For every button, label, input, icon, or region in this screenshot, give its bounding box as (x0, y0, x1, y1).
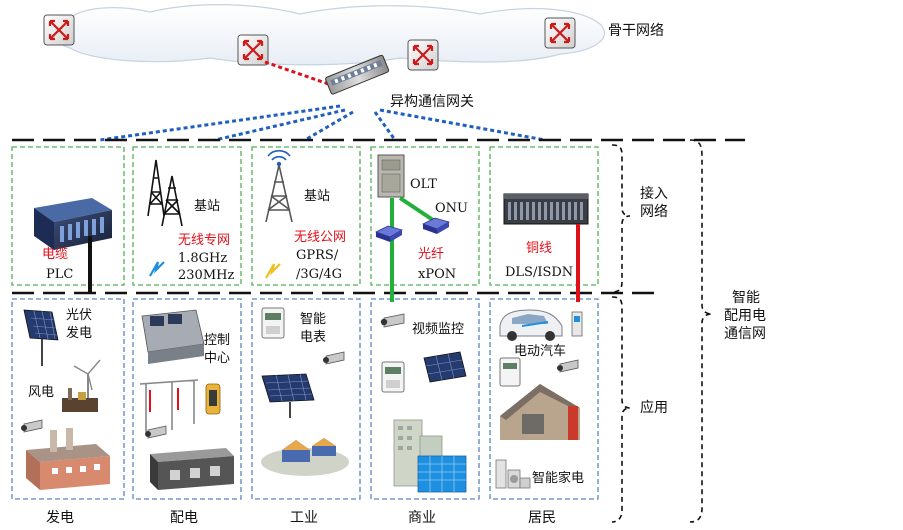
application-boxes (11, 298, 599, 500)
camera-icon (21, 419, 43, 433)
olt-label: OLT (410, 177, 437, 192)
application-label: 应用 (640, 399, 668, 416)
access-col2-line1: 1.8GHz (178, 251, 227, 266)
access-col4-line1: xPON (418, 267, 456, 282)
wireless-signal-icon (265, 263, 281, 279)
access-col3-line2: /3G/4G (296, 267, 342, 282)
app-col4-label1-line1: 视频监控 (412, 322, 464, 337)
router-icon (407, 39, 439, 71)
access-col2-line2: 230MHz (178, 268, 234, 283)
office-buildings-icon (393, 419, 467, 493)
house-icon (500, 384, 580, 440)
backbone-cloud (56, 4, 606, 66)
home-appliances-icon (495, 459, 531, 489)
access-col5-red: 铜线 (526, 241, 552, 256)
app-col2-bottom-label: 配电 (170, 510, 198, 526)
gateway-switch-icon (325, 54, 390, 95)
camera-icon (557, 359, 579, 373)
access-col5-line1: DLS/ISDN (505, 265, 573, 280)
app-col5-bottom-label: 居民 (528, 510, 556, 526)
router-icon (544, 17, 576, 49)
transmission-pole-icon (139, 379, 199, 432)
backbone-label: 骨干网络 (608, 23, 664, 39)
smart-meter-icon (381, 361, 405, 393)
substation-building-icon (150, 448, 234, 490)
power-plant-icon (62, 388, 98, 412)
tool-kit-icon (205, 383, 221, 415)
app-col1-label2-line1: 风电 (28, 385, 54, 400)
app-col3-label1-line2: 电表 (300, 330, 326, 345)
access-network-label-line2: 网络 (640, 204, 668, 220)
access-col2-top: 基站 (194, 199, 220, 214)
plc-device-icon (34, 198, 112, 250)
gateway-label: 异构通信网关 (390, 94, 474, 110)
factory-icon (26, 428, 110, 490)
access-col1-line1: PLC (46, 267, 73, 282)
smart-grid-bracket (689, 139, 713, 523)
solar-panel-icon (423, 351, 467, 383)
app-col1-label1-line1: 光伏 (66, 308, 92, 323)
control-console-icon (141, 309, 205, 364)
camera-icon (380, 313, 405, 328)
app-col2-label1-line1: 控制 (204, 333, 230, 348)
dslam-rack-icon (503, 193, 589, 225)
app-col3-label1-line1: 智能 (300, 312, 326, 327)
smart-grid-label-line3: 通信网 (724, 326, 766, 342)
access-col1-red: 电缆 (42, 246, 68, 262)
access-network-label-line1: 接入 (640, 185, 668, 202)
access-col3-line1: GPRS/ (296, 248, 339, 263)
app-col1-bottom-label: 发电 (46, 510, 74, 526)
smart-meter-icon (499, 357, 521, 387)
smart-meter-icon (261, 307, 285, 339)
industrial-park-icon (261, 438, 349, 476)
app-col4-bottom-label: 商业 (408, 510, 436, 526)
camera-icon (145, 425, 167, 439)
onu-label: ONU (435, 201, 468, 216)
solar-panel-icon (23, 309, 59, 366)
app-col2-label1-line2: 中心 (204, 351, 230, 366)
smart-grid-label-line2: 配用电 (724, 308, 766, 324)
wireless-signal-icon (149, 261, 165, 277)
app-col5-label2-line1: 智能家电 (532, 470, 584, 486)
application-bracket (611, 296, 631, 523)
access-col3-red: 无线公网 (294, 230, 346, 245)
solar-panel-icon (261, 373, 315, 418)
access-col4-red: 光纤 (418, 247, 444, 262)
tower-icon (265, 149, 293, 223)
app-col5-label1-line1: 电动汽车 (514, 343, 566, 359)
access-bracket (611, 144, 631, 293)
router-icon (237, 34, 269, 66)
onu-switch-icon (374, 217, 451, 242)
app-col1-label1-line2: 发电 (66, 325, 92, 341)
smart-grid-label-line1: 智能 (732, 290, 760, 306)
access-boxes (11, 146, 599, 286)
gateway-fanout-lines (99, 104, 546, 142)
app-col3-bottom-label: 工业 (290, 510, 318, 526)
access-col3-top: 基站 (304, 189, 330, 204)
camera-icon (323, 351, 345, 365)
access-col2-red: 无线专网 (178, 233, 230, 248)
router-icon (43, 14, 75, 46)
olt-cabinet-icon (377, 154, 405, 198)
electric-car-icon (499, 309, 583, 341)
tower-icon (147, 159, 183, 227)
